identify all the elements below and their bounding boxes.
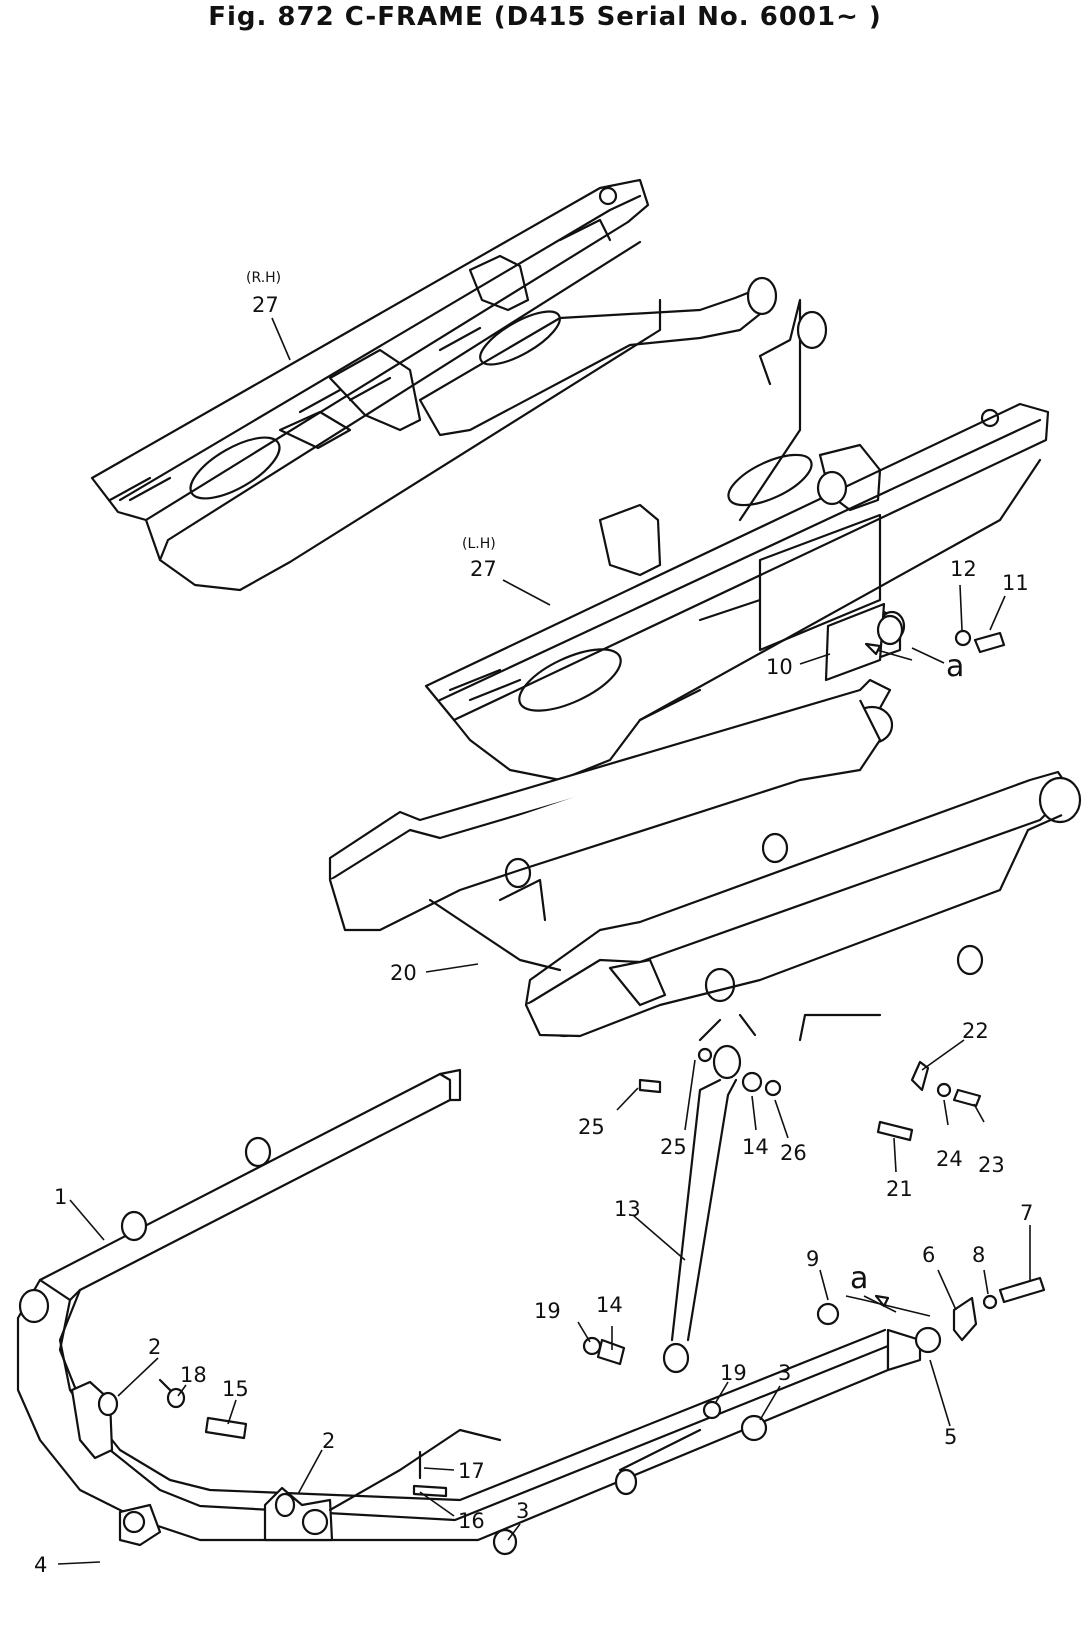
part-label-8: 8	[972, 1243, 985, 1267]
part-label-24: 24	[936, 1147, 963, 1171]
part-label-27: 27	[252, 293, 279, 317]
part-label-18: 18	[180, 1363, 207, 1387]
part-label-2: 2	[322, 1429, 335, 1453]
part-label-14: 14	[596, 1293, 623, 1317]
part-label-12: 12	[950, 557, 977, 581]
part-label-15: 15	[222, 1377, 249, 1401]
part-label-3: 3	[516, 1499, 529, 1523]
part-label-1: 1	[54, 1185, 67, 1209]
equalizer-frame	[328, 678, 1082, 1042]
part-label-23: 23	[978, 1153, 1005, 1177]
c-frame-main	[16, 1068, 942, 1556]
part-label-9: 9	[806, 1247, 819, 1271]
part-label-19: 19	[720, 1361, 747, 1385]
part-label-19: 19	[534, 1299, 561, 1323]
part-label-7: 7	[1020, 1201, 1033, 1225]
part-label-25: 25	[660, 1135, 687, 1159]
side-label-lh: (L.H)	[462, 536, 496, 552]
part-label-22: 22	[962, 1019, 989, 1043]
track-frame-rh	[90, 178, 778, 592]
part-label-17: 17	[458, 1459, 485, 1483]
track-frame-lh	[424, 298, 1050, 782]
part-labels: (R.H) 27 (L.H) 27 10 12 11 a 20 22 25 25…	[34, 270, 1033, 1577]
plate-part-10	[824, 602, 886, 682]
side-label-rh: (R.H)	[246, 270, 281, 286]
part-label-26: 26	[780, 1141, 807, 1165]
part-label-5: 5	[944, 1425, 957, 1449]
reference-letter-a: a	[946, 649, 964, 684]
part-label-4: 4	[34, 1553, 47, 1577]
part-label-2: 2	[148, 1335, 161, 1359]
part-label-13: 13	[614, 1197, 641, 1221]
reference-letter-a: a	[850, 1261, 868, 1296]
part-label-10: 10	[766, 655, 793, 679]
leader-lines	[57, 317, 1031, 1565]
part-label-3: 3	[778, 1361, 791, 1385]
part-label-21: 21	[886, 1177, 913, 1201]
part-label-27: 27	[470, 557, 497, 581]
figure-title: Fig. 872 C-FRAME (D415 Serial No. 6001~ …	[208, 2, 882, 32]
part-label-14: 14	[742, 1135, 769, 1159]
part-label-25: 25	[578, 1115, 605, 1139]
part-label-6: 6	[922, 1243, 935, 1267]
part-label-11: 11	[1002, 571, 1029, 595]
part-label-20: 20	[390, 961, 417, 985]
part-label-16: 16	[458, 1509, 485, 1533]
